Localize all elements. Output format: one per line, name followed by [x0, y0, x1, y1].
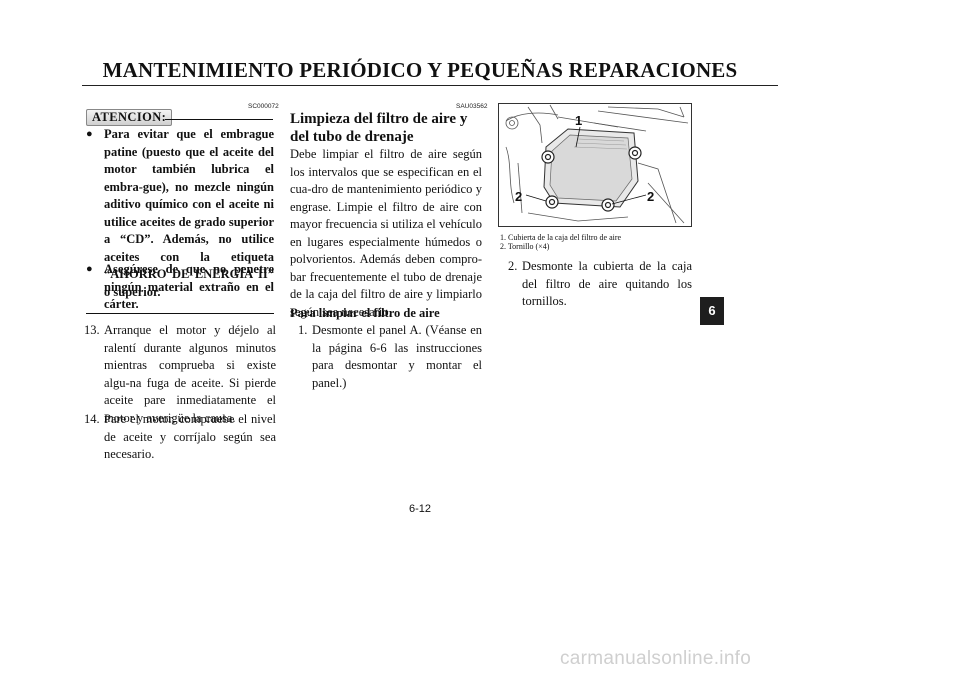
section-code: SAU03562 — [456, 103, 488, 110]
step-text: Desmonte la cubierta de la caja del filt… — [522, 259, 692, 308]
list-item: 14. Pare el motor, compruebe el nivel de… — [84, 411, 276, 464]
callout-label: 2 — [647, 189, 654, 204]
list-item: 1. Desmonte el panel A. (Véanse en la pá… — [298, 322, 482, 392]
section-body: Debe limpiar el filtro de aire según los… — [290, 147, 482, 319]
callout-label: 2 — [515, 189, 522, 204]
list-item: 2. Desmonte la cubierta de la caja del f… — [508, 258, 692, 311]
motorcycle-air-filter-illustration: 1 2 2 — [498, 103, 692, 227]
air-filter-figure: 1 2 2 — [498, 103, 692, 227]
header-divider — [82, 85, 778, 86]
step-number: 2. — [508, 259, 518, 273]
caution-bullet: ● Para evitar que el embrague patine (pu… — [86, 126, 274, 301]
figure-caption: 2. Tornillo (×4) — [500, 242, 550, 251]
step-number: 13. — [84, 323, 100, 337]
caution-bottom-rule — [86, 313, 274, 314]
sub-heading: Para limpiar el filtro de aire — [290, 306, 440, 320]
caution-bullet-text: Para evitar que el embrague patine (pues… — [104, 127, 274, 299]
chapter-tab: 6 — [700, 297, 724, 325]
step-number: 14. — [84, 412, 100, 426]
screw-icon — [541, 146, 642, 212]
caution-code: SC000072 — [248, 103, 279, 110]
caution-top-rule — [165, 119, 273, 120]
watermark: carmanualsonline.info — [560, 648, 752, 669]
step-text: Desmonte el panel A. (Véanse en la págin… — [312, 323, 482, 390]
page-number: 6-12 — [408, 503, 432, 515]
page-title: MANTENIMIENTO PERIÓDICO Y PEQUEÑAS REPAR… — [102, 58, 738, 82]
bullet-icon: ● — [86, 128, 93, 140]
caution-label: ATENCION: — [86, 109, 173, 126]
caution-bullet: ● Asegúrese de que no penetre ningún mat… — [86, 261, 274, 314]
caution-bullet-text: Asegúrese de que no penetre ningún mater… — [104, 262, 274, 311]
figure-caption: 1. Cubierta de la caja del filtro de air… — [500, 233, 622, 242]
list-item: 13. Arranque el motor y déjelo al ralent… — [84, 322, 276, 427]
step-text: Pare el motor, compruebe el nivel de ace… — [104, 412, 276, 461]
step-number: 1. — [298, 323, 308, 337]
callout-label: 1 — [575, 113, 582, 128]
bullet-icon: ● — [86, 263, 93, 275]
section-heading: Limpieza del filtro de aire y del tubo d… — [290, 111, 468, 145]
step-text: Arranque el motor y déjelo al ralentí du… — [104, 323, 276, 425]
